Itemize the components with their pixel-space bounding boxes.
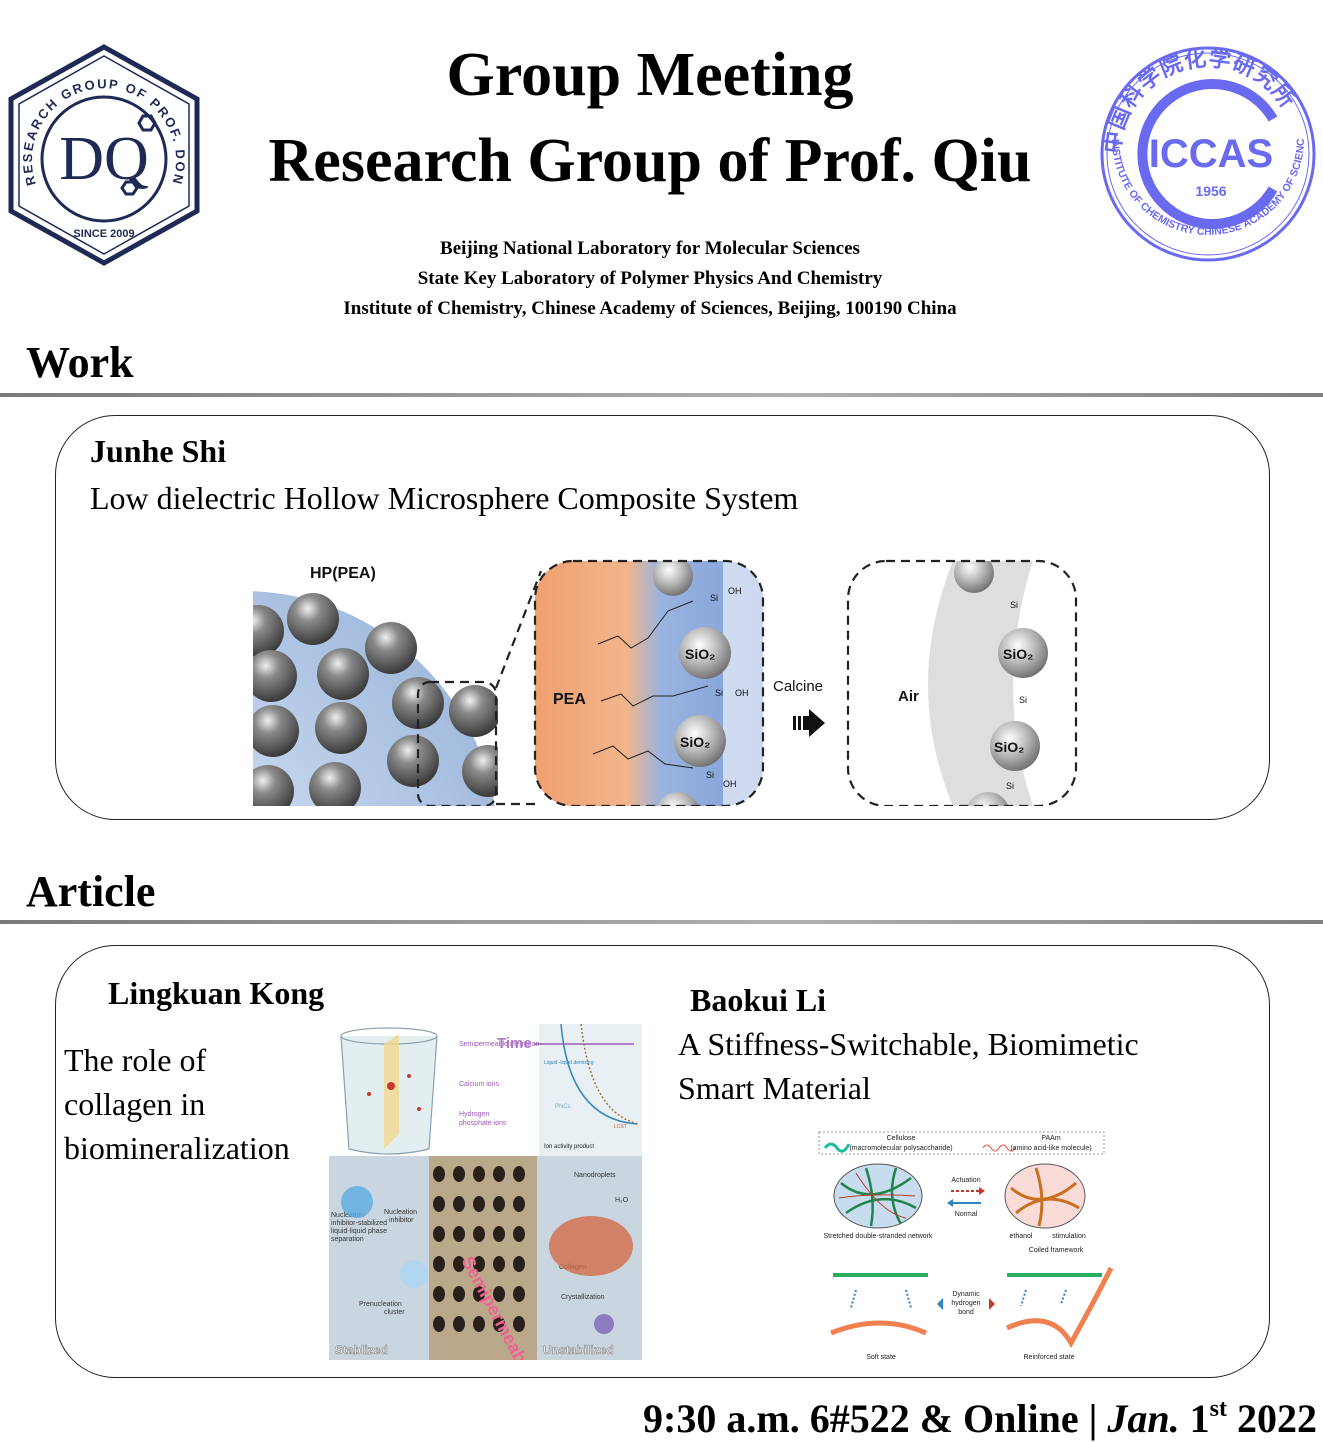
section-divider: [0, 920, 1323, 924]
presentation-topic: collagen in: [64, 1086, 206, 1122]
iccas-logo: 中国科学院化学研究所 INSTITUTE OF CHEMISTRY CHINES…: [1094, 35, 1318, 264]
presentation-topic: Smart Material: [678, 1070, 871, 1106]
logo-since: SINCE 2009: [73, 228, 134, 240]
svg-text:OH: OH: [728, 586, 742, 596]
presentation-topic: Low dielectric Hollow Microsphere Compos…: [90, 480, 799, 516]
svg-text:SiO₂: SiO₂: [1003, 646, 1033, 662]
svg-text:Prenucleation: Prenucleation: [359, 1301, 402, 1308]
affiliation-line: State Key Laboratory of Polymer Physics …: [417, 268, 883, 289]
arrow-right-icon: [793, 709, 825, 737]
sio2-label: SiO₂: [685, 646, 715, 662]
svg-text:Si: Si: [715, 688, 723, 698]
work-card: Junhe Shi Low dielectric Hollow Microsph…: [55, 415, 1270, 820]
presentation-topic: A Stiffness-Switchable, Biomimetic: [678, 1026, 1139, 1062]
svg-text:Si: Si: [710, 593, 718, 603]
article-card: Lingkuan Kong The role of collagen in bi…: [55, 945, 1270, 1378]
svg-text:OH: OH: [723, 779, 737, 789]
svg-text:phosphate ions: phosphate ions: [459, 1120, 507, 1127]
svg-text:Si: Si: [1019, 695, 1027, 705]
svg-text:ethanol: ethanol: [1010, 1233, 1033, 1240]
time-label: Time: [497, 1035, 532, 1052]
svg-text:Normal: Normal: [955, 1211, 978, 1218]
svg-text:LCST: LCST: [614, 1124, 627, 1130]
meeting-info: 9:30 a.m. 6#522 & Online | Jan. 1st 2022: [643, 1396, 1317, 1442]
affiliation-line: Institute of Chemistry, Chinese Academy …: [343, 298, 957, 319]
page-subtitle: Research Group of Prof. Qiu: [268, 127, 1032, 195]
svg-text:bond: bond: [958, 1309, 974, 1316]
svg-text:Cellulose: Cellulose: [887, 1135, 916, 1142]
svg-text:Nanodroplets: Nanodroplets: [574, 1172, 616, 1179]
section-divider: [0, 393, 1323, 397]
presenter-name: Baokui Li: [690, 982, 827, 1018]
svg-text:Stretched double-stranded netw: Stretched double-stranded network: [824, 1233, 933, 1240]
section-heading-work: Work: [26, 338, 134, 387]
meeting-year: 2022: [1227, 1396, 1317, 1441]
presentation-topic: biomineralization: [64, 1130, 290, 1166]
svg-text:OH: OH: [735, 688, 749, 698]
meeting-day: 1: [1179, 1396, 1210, 1441]
svg-text:Nucleation: Nucleation: [384, 1209, 417, 1216]
svg-text:Soft state: Soft state: [866, 1354, 896, 1361]
presenter-name: Lingkuan Kong: [108, 975, 325, 1011]
svg-text:inhibitor-stabilized: inhibitor-stabilized: [331, 1220, 387, 1227]
svg-text:Si: Si: [1006, 781, 1014, 791]
iccas-year: 1956: [1195, 183, 1226, 199]
work-figure: HP(PEA): [253, 556, 1083, 806]
svg-text:Nucleation: Nucleation: [331, 1212, 364, 1219]
presentation-topic: The role of: [64, 1042, 207, 1078]
svg-text:separation: separation: [331, 1236, 364, 1243]
svg-text:Actuation: Actuation: [951, 1177, 980, 1184]
page-title: Group Meeting: [446, 41, 854, 109]
unstabilized-label: Unstabilized: [543, 1343, 614, 1357]
svg-text:Hydrogen: Hydrogen: [459, 1111, 489, 1118]
meeting-month: Jan.: [1107, 1396, 1180, 1441]
svg-text:Liquid -liquid demixing: Liquid -liquid demixing: [544, 1060, 594, 1066]
svg-text:Crystallization: Crystallization: [561, 1294, 605, 1301]
svg-text:Ion activity product: Ion activity product: [544, 1144, 594, 1150]
svg-text:Si: Si: [706, 770, 714, 780]
svg-text:H₂O: H₂O: [615, 1197, 629, 1204]
section-heading-article: Article: [26, 867, 156, 916]
hp-pea-label: HP(PEA): [310, 565, 376, 582]
smart-material-figure: Cellulose (macromolecular polysaccharide…: [811, 1128, 1131, 1364]
collagen-figure: Semipermeable membrane Calcium ions Hydr…: [329, 1024, 642, 1360]
svg-text:inhibitor: inhibitor: [389, 1217, 414, 1224]
presenter-name: Junhe Shi: [90, 433, 227, 469]
svg-text:Coiled framework: Coiled framework: [1029, 1247, 1084, 1254]
svg-text:hydrogen: hydrogen: [951, 1300, 980, 1307]
calcine-label: Calcine: [773, 678, 823, 695]
air-label: Air: [898, 688, 919, 705]
svg-text:cluster: cluster: [384, 1309, 405, 1316]
pea-label: PEA: [553, 691, 586, 708]
stablized-label: Stablized: [335, 1343, 388, 1357]
meeting-day-suffix: st: [1209, 1396, 1227, 1422]
meeting-time-place: 9:30 a.m. 6#522 & Online |: [643, 1396, 1108, 1441]
svg-text:stimulation: stimulation: [1052, 1233, 1086, 1240]
svg-text:Si: Si: [1010, 600, 1018, 610]
svg-text:(macromolecular polysaccharide: (macromolecular polysaccharide): [849, 1145, 952, 1152]
svg-text:Semipermeable membrane: Semipermeable membrane: [459, 1041, 544, 1048]
affiliation-line: Beijing National Laboratory for Molecula…: [440, 238, 860, 259]
sio2-label: SiO₂: [680, 734, 710, 750]
svg-text:Dynamic: Dynamic: [952, 1291, 980, 1298]
svg-text:Reinforced state: Reinforced state: [1024, 1354, 1075, 1361]
iccas-abbr: ICCAS: [1149, 132, 1273, 176]
svg-text:PNCs: PNCs: [555, 1104, 571, 1110]
svg-text:SiO₂: SiO₂: [994, 739, 1024, 755]
svg-text:PAAm: PAAm: [1041, 1135, 1060, 1142]
svg-text:(amino acid-like molecule): (amino acid-like molecule): [1010, 1145, 1091, 1152]
svg-text:Calcium ions: Calcium ions: [459, 1081, 500, 1088]
research-group-logo: RESEARCH GROUP OF PROF. DONG QIU DQ SINC…: [0, 32, 202, 266]
svg-text:liquid-liquid phase: liquid-liquid phase: [331, 1228, 387, 1235]
